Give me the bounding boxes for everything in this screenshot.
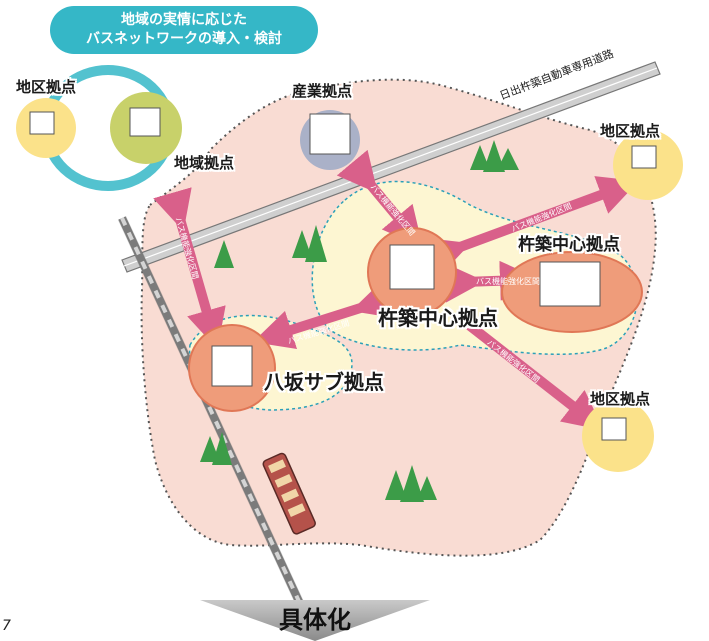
concretize-arrow	[200, 600, 430, 641]
district-hub-left-label: 地区拠点	[16, 78, 77, 96]
forest	[200, 140, 519, 502]
concretize-block: 具体化	[200, 598, 430, 641]
industry-hub-label: 産業拠点	[292, 82, 353, 100]
yasaka-sub-hub-label: 八坂サブ拠点	[264, 370, 384, 394]
network-callout: 地域の実情に応じた バスネットワークの導入・検討	[50, 6, 318, 54]
corner-mark: 7	[2, 618, 11, 634]
bus-arrows	[153, 149, 639, 431]
callout-line-2: バスネットワークの導入・検討	[86, 31, 282, 47]
callout-line-1: 地域の実情に応じた	[121, 12, 247, 28]
regional-hub-label: 地域拠点	[174, 154, 235, 172]
district-hub-top-right-label: 地区拠点	[600, 122, 661, 140]
railway	[117, 216, 307, 610]
concretize-label: 具体化	[279, 606, 351, 634]
district-hub-bottom-right-label: 地区拠点	[590, 390, 651, 408]
buildings	[29, 107, 657, 441]
kitsuki-center-hub-right-label: 杵築中心拠点	[518, 235, 620, 255]
bus-section-label-3: バス機能強化区間	[476, 277, 540, 286]
kitsuki-center-hub-main-label: 杵築中心拠点	[378, 306, 498, 330]
train	[262, 452, 316, 535]
